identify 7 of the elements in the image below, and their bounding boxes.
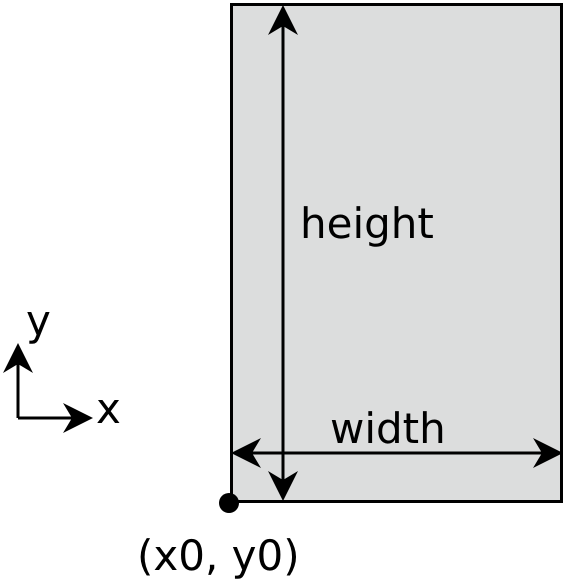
origin-dot (219, 493, 239, 513)
coordinate-label: (x0, y0) (137, 535, 300, 577)
axis-label: y (26, 300, 51, 342)
dimension-label: height (300, 203, 434, 245)
dimension-label: width (330, 408, 446, 450)
axis-label: x (96, 388, 121, 430)
rectangle (230, 3, 563, 503)
